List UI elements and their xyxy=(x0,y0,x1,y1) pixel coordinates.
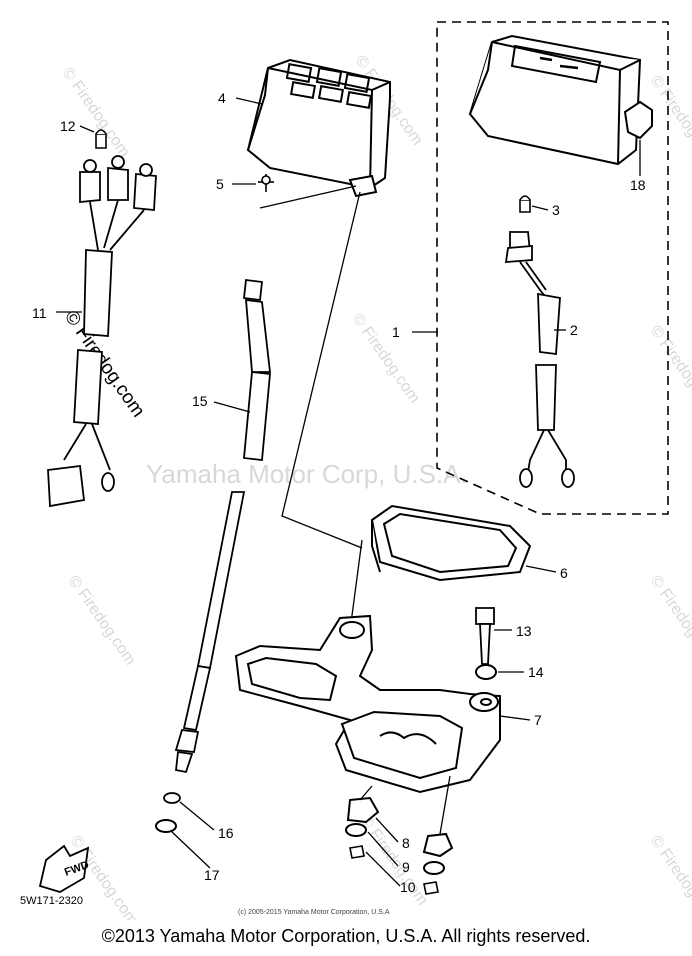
assembly-boundary xyxy=(436,21,669,515)
diagram-canvas: © Firedog.com © Firedog.com © Firedog.co… xyxy=(20,21,692,928)
callout-18: 18 xyxy=(630,177,646,193)
bracket-part-7 xyxy=(234,614,501,794)
callout-4: 4 xyxy=(218,90,226,106)
callout-5: 5 xyxy=(216,176,224,192)
callout-16: 16 xyxy=(218,825,234,841)
watermark-center: Yamaha Motor Corp, U.S.A. xyxy=(146,459,468,489)
watermark: © Firedog.com xyxy=(65,573,139,669)
watermark: © Firedog.com xyxy=(647,573,692,669)
callout-14: 14 xyxy=(528,664,544,680)
washer-part-17 xyxy=(155,819,177,833)
callout-15: 15 xyxy=(192,393,208,409)
watermark: © Firedog.com xyxy=(647,73,692,169)
callout-11: 11 xyxy=(32,305,47,321)
callout-8: 8 xyxy=(402,835,410,851)
bulb-part-12 xyxy=(95,129,107,149)
washer-part-9 xyxy=(345,823,445,875)
watermark: © Firedog.com xyxy=(647,323,692,419)
meter-housing-part-18 xyxy=(468,34,653,166)
leader-line xyxy=(281,191,363,549)
bolt-part-13 xyxy=(475,607,495,665)
nut-part-10 xyxy=(349,845,439,895)
grommet-part-8 xyxy=(346,796,454,858)
socket-harness-part-11 xyxy=(47,155,157,508)
callout-2: 2 xyxy=(570,322,578,338)
watermark: © Firedog.com xyxy=(349,311,423,407)
callouts xyxy=(56,97,641,887)
callout-17: 17 xyxy=(204,867,220,883)
bulb-part-3 xyxy=(519,195,531,213)
callout-7: 7 xyxy=(534,712,542,728)
callout-13: 13 xyxy=(516,623,532,639)
small-copyright: (c) 2005-2015 Yamaha Motor Corporation, … xyxy=(238,909,390,916)
callout-12: 12 xyxy=(60,118,76,134)
callout-3: 3 xyxy=(552,202,560,218)
leader-line xyxy=(259,185,357,209)
callout-1: 1 xyxy=(392,324,400,340)
nut-part-14 xyxy=(475,664,497,680)
gasket-part-6 xyxy=(370,504,532,582)
footer-copyright: ©2013 Yamaha Motor Corporation, U.S.A. A… xyxy=(101,926,591,946)
screw-part-5 xyxy=(258,174,274,192)
leader-line xyxy=(439,775,451,835)
callout-6: 6 xyxy=(560,565,568,581)
leader-line xyxy=(359,785,373,801)
callout-labels: 1 2 3 4 5 6 7 8 9 10 11 12 13 14 15 16 1… xyxy=(32,90,646,895)
clip-part-16 xyxy=(163,792,181,804)
forward-direction-icon: FWD xyxy=(38,844,91,893)
callout-10: 10 xyxy=(400,879,416,895)
watermark: © Firedog.com xyxy=(647,833,692,920)
speedometer-cable-part-15 xyxy=(174,278,272,774)
callout-9: 9 xyxy=(402,859,410,875)
meter-housing-part-4 xyxy=(246,58,391,198)
figure-code: 5W171-2320 xyxy=(20,895,83,907)
socket-cord-part-2 xyxy=(504,231,575,488)
